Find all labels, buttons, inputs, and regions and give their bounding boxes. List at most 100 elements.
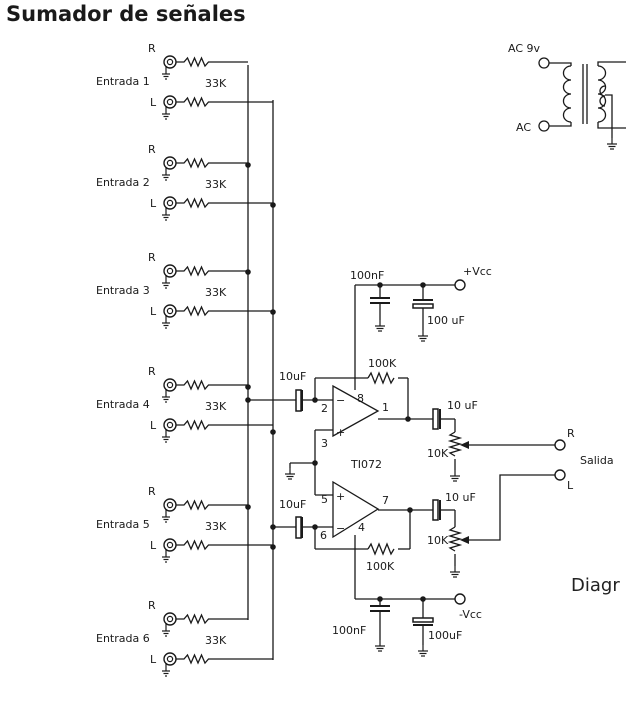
pin-6: 6: [320, 529, 327, 542]
pin-7: 7: [382, 494, 389, 507]
cap-top-small-label: 100nF: [350, 269, 384, 282]
jack-l-label: L: [150, 305, 157, 318]
output-l-label: L: [567, 479, 574, 492]
cut-caption: Diagr: [571, 575, 620, 596]
resistor-l: [176, 653, 273, 665]
opamp-top-plus: +: [336, 426, 345, 439]
ac-label-bottom: AC: [516, 121, 531, 134]
jack-l-label: L: [150, 197, 157, 210]
jack-r-label: R: [148, 599, 156, 612]
pot-top-label: 10K: [427, 447, 449, 460]
jack-r-label: R: [148, 251, 156, 264]
opamp-top-minus: −: [336, 394, 345, 407]
jack-l-label: L: [150, 419, 157, 432]
rf-top-label: 100K: [368, 357, 397, 370]
jack-l-label: L: [150, 653, 157, 666]
input-jack-icon: [161, 538, 177, 563]
vcc-pos-terminal: [454, 279, 466, 291]
input-jack-icon: [161, 304, 177, 329]
resistor-label: 33K: [205, 634, 227, 647]
bus-junctions: [245, 162, 276, 550]
cout-bottom-label: 10 uF: [445, 491, 476, 504]
output-jack-r: [554, 439, 566, 451]
input-jack-icon: [161, 156, 177, 181]
output-jack-l: [554, 469, 566, 481]
transformer: [538, 57, 626, 138]
decoupling-caps: [370, 297, 433, 626]
page-title: Sumador de señales: [6, 2, 246, 26]
jack-r-label: R: [148, 143, 156, 156]
resistor-l: [176, 419, 273, 431]
input-label: Entrada 2: [96, 176, 150, 189]
input-jack-icon: [161, 196, 177, 221]
input-label: Entrada 1: [96, 75, 150, 88]
input-jack-icon: [161, 95, 177, 120]
wiper-arrows: [460, 441, 469, 544]
opamp-bottom-plus: +: [336, 490, 345, 503]
input-jack-icon: [161, 498, 177, 523]
jack-r-label: R: [148, 365, 156, 378]
opamp-name: TI072: [350, 458, 382, 471]
resistor-label: 33K: [205, 286, 227, 299]
input-jack-icon: [161, 612, 177, 637]
resistor-l: [176, 96, 273, 108]
jack-r-label: R: [148, 42, 156, 55]
resistor-r: [176, 157, 248, 169]
opamp-section: [289, 371, 555, 566]
pin-5: 5: [321, 493, 328, 506]
resistor-label: 33K: [205, 178, 227, 191]
transformer-ground-icon: [606, 137, 618, 150]
input-jack-icon: [161, 378, 177, 403]
jack-r-label: R: [148, 485, 156, 498]
jack-l-label: L: [150, 96, 157, 109]
input-jack-icon: [161, 55, 177, 80]
input-label: Entrada 4: [96, 398, 150, 411]
pin-1: 1: [382, 401, 389, 414]
pin-3: 3: [321, 437, 328, 450]
input-jack-icon: [161, 264, 177, 289]
coupling-caps: [295, 389, 441, 539]
resistor-l: [176, 197, 273, 209]
resistor-r: [176, 56, 248, 68]
pin-4: 4: [358, 521, 365, 534]
rf-bottom-label: 100K: [366, 560, 395, 573]
input-label: Entrada 5: [96, 518, 150, 531]
cout-top-label: 10 uF: [447, 399, 478, 412]
vcc-neg-terminal: [454, 593, 466, 605]
cap-bottom-small-label: 100nF: [332, 624, 366, 637]
output-label: Salida: [580, 454, 614, 467]
input-jack-icon: [161, 652, 177, 677]
ac-label-top: AC 9v: [508, 42, 541, 55]
resistor-label: 33K: [205, 400, 227, 413]
electrolytic-cap-top: [412, 303, 434, 309]
cin-bottom-label: 10uF: [279, 498, 306, 511]
input-jack-icon: [161, 418, 177, 443]
resistor-r: [176, 499, 248, 511]
resistor-r: [176, 613, 248, 625]
jack-l-label: L: [150, 539, 157, 552]
resistor-r: [176, 379, 248, 391]
resistor-label: 33K: [205, 77, 227, 90]
cin-top-label: 10uF: [279, 370, 306, 383]
output-r-label: R: [567, 427, 575, 440]
vcc-neg-label: -Vcc: [459, 608, 482, 621]
cap-bottom-big-label: 100uF: [428, 629, 462, 642]
electrolytic-cap-bottom: [412, 617, 434, 623]
vcc-pos-label: +Vcc: [463, 265, 492, 278]
pin-2: 2: [321, 402, 328, 415]
cap-top-big-label: 100 uF: [427, 314, 465, 327]
pot-bottom-label: 10K: [427, 534, 449, 547]
resistor-l: [176, 539, 273, 551]
resistor-label: 33K: [205, 520, 227, 533]
resistor-r: [176, 265, 248, 277]
input-wires: [247, 65, 298, 660]
resistor-l: [176, 305, 273, 317]
